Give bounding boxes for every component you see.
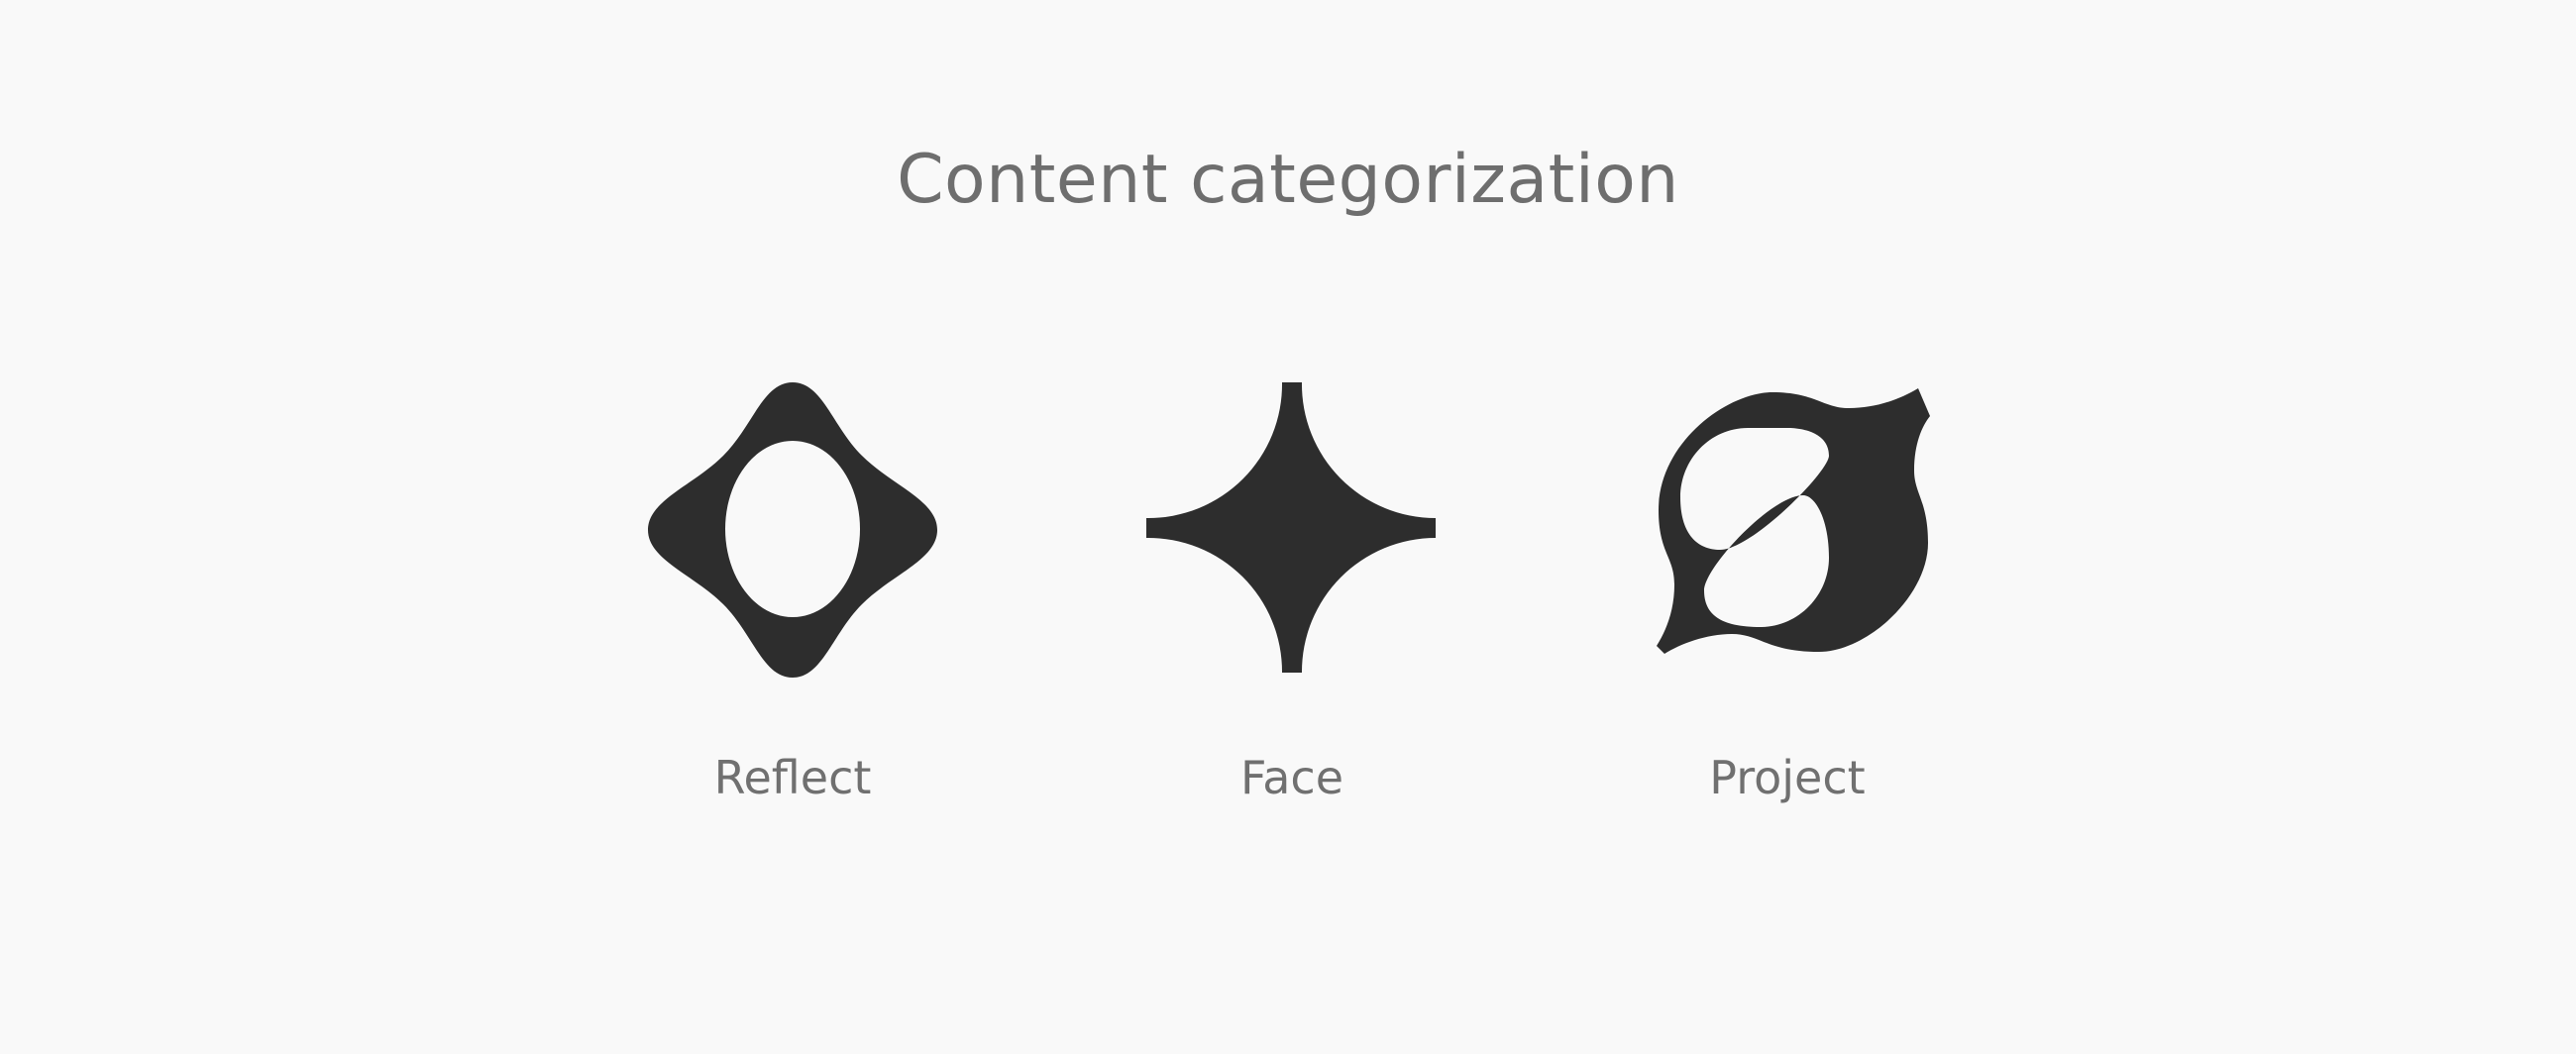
category-label-face: Face bbox=[1239, 751, 1344, 804]
reflect-icon bbox=[648, 382, 937, 678]
page-title: Content categorization bbox=[897, 141, 1679, 219]
category-label-reflect: Reflect bbox=[713, 751, 872, 804]
category-project: Project bbox=[1629, 376, 1946, 822]
face-icon bbox=[1146, 382, 1436, 673]
category-face: Face bbox=[1133, 376, 1450, 822]
project-icon bbox=[1657, 388, 1930, 654]
category-label-project: Project bbox=[1709, 751, 1866, 804]
category-reflect: Reflect bbox=[634, 376, 951, 822]
